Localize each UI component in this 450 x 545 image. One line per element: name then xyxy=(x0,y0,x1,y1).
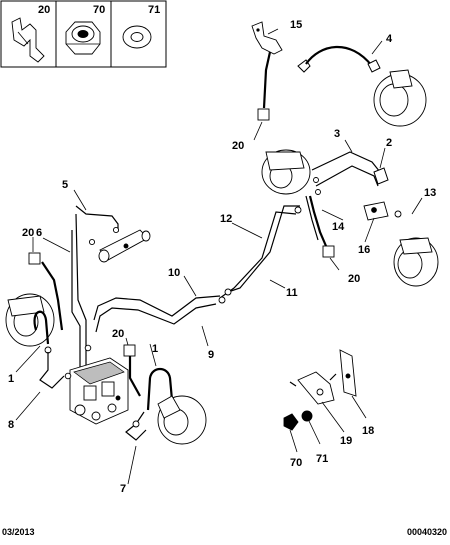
callout-20-right: 20 xyxy=(348,273,360,285)
hose-abs xyxy=(128,356,141,397)
clip-20-left xyxy=(28,252,41,265)
hose-14 xyxy=(308,195,328,247)
brake-caliper-right xyxy=(261,149,311,195)
callout-numbers: 1 1 2 3 4 5 6 7 8 9 10 11 12 13 14 15 16… xyxy=(8,19,436,495)
brake-disc-rear-right xyxy=(393,237,439,287)
leader-lines xyxy=(15,28,423,485)
callout-6: 6 xyxy=(36,227,42,239)
hose-to-bracket-15 xyxy=(262,51,272,109)
callout-19: 19 xyxy=(340,435,352,447)
callout-13: 13 xyxy=(424,187,436,199)
callout-3: 3 xyxy=(334,128,340,140)
callout-12: 12 xyxy=(220,213,232,225)
footer-date: 03/2013 xyxy=(2,527,35,537)
callout-7: 7 xyxy=(120,483,126,495)
callout-11: 11 xyxy=(286,287,298,299)
callout-4: 4 xyxy=(386,33,393,45)
clip-20-right xyxy=(322,245,335,258)
washer-icon xyxy=(122,25,152,49)
brake-disc-front-right xyxy=(373,69,427,127)
clip-20-top xyxy=(257,108,270,121)
abs-hydraulic-unit xyxy=(69,357,129,425)
pipe-11 xyxy=(227,205,300,293)
brake-disc-rear-left xyxy=(157,395,207,445)
callout-8: 8 xyxy=(8,419,14,431)
callout-9: 9 xyxy=(208,349,214,361)
hose-1-left xyxy=(33,310,50,345)
callout-71: 71 xyxy=(316,453,328,465)
callout-15: 15 xyxy=(290,19,302,31)
header-ref-washer: 71 xyxy=(148,4,160,16)
callout-14: 14 xyxy=(332,221,345,233)
pipe-7 xyxy=(125,411,147,441)
header-ref-clip: 20 xyxy=(38,4,50,16)
footer-reference: 00040320 xyxy=(406,527,447,537)
pipe-5 xyxy=(75,205,119,232)
bracket-15 xyxy=(251,21,283,55)
callout-1-right: 1 xyxy=(152,343,158,355)
callout-70: 70 xyxy=(290,457,302,469)
callout-10: 10 xyxy=(168,267,180,279)
callout-5: 5 xyxy=(62,179,68,191)
union-16 xyxy=(363,201,402,221)
callout-1-left: 1 xyxy=(8,373,14,385)
callout-2: 2 xyxy=(386,137,392,149)
clip-icon xyxy=(11,17,45,63)
clip-20-abs xyxy=(123,344,136,357)
connector-19 xyxy=(289,371,337,405)
pipe-2 xyxy=(315,165,379,187)
rear-axle-connector xyxy=(98,229,151,263)
washer-71 xyxy=(301,410,313,422)
callout-20-top: 20 xyxy=(232,140,244,152)
bracket-18 xyxy=(339,349,357,397)
flexible-hose-4 xyxy=(297,45,381,73)
pipe-9 xyxy=(95,303,217,333)
pipe-6 xyxy=(71,230,81,370)
pipe-8 xyxy=(39,352,65,389)
header-parts-legend: 20 70 71 xyxy=(0,0,167,68)
callout-18: 18 xyxy=(362,425,374,437)
union-pipe-2 xyxy=(373,167,389,185)
hose-left-rear xyxy=(41,261,64,331)
nut-70 xyxy=(283,413,299,431)
pipe-3 xyxy=(311,151,381,173)
hose-1-lower xyxy=(146,367,174,411)
header-ref-nut: 70 xyxy=(93,4,105,16)
callout-16: 16 xyxy=(358,244,370,256)
callout-20-abs: 20 xyxy=(112,328,124,340)
brake-disc-left xyxy=(5,293,55,347)
nut-icon xyxy=(65,21,101,55)
pipe-10 xyxy=(93,295,221,321)
callout-20-left: 20 xyxy=(22,227,34,239)
